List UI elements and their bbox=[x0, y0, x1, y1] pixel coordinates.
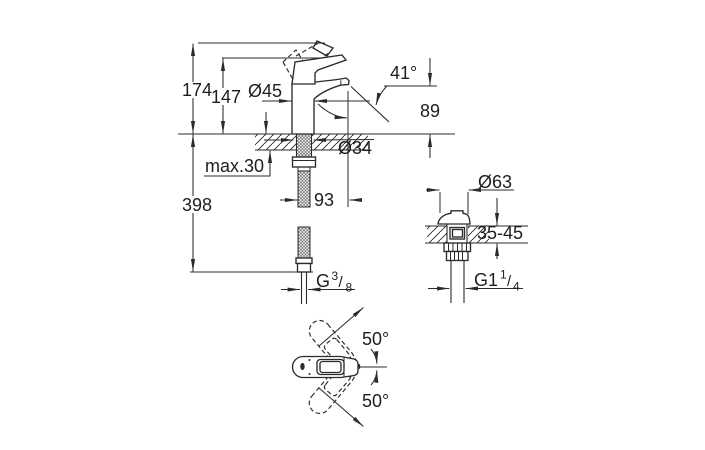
dim-label-total-height: 174 bbox=[182, 80, 212, 100]
water-stream-line bbox=[350, 86, 390, 123]
drain-cap bbox=[437, 210, 471, 225]
dim-label-swing-up: 50° bbox=[362, 329, 389, 349]
swing-leg-up bbox=[318, 307, 364, 347]
supply-thread-denominator: 8 bbox=[346, 281, 353, 295]
swing-arc-down bbox=[370, 370, 379, 386]
supply-thread-numerator: 3 bbox=[332, 269, 339, 283]
dim-spout-height: 89 bbox=[420, 58, 440, 158]
hose-braid-upper bbox=[297, 170, 311, 208]
mounting-nut bbox=[291, 156, 317, 168]
deck-hatch-left bbox=[255, 134, 296, 150]
dim-label-cap-diameter: Ø63 bbox=[478, 172, 512, 192]
handle-top-view: 50° 50° bbox=[291, 307, 389, 427]
dim-lever-height: 147 bbox=[211, 58, 241, 134]
handle-dot bbox=[300, 362, 305, 371]
hose-braid-lower bbox=[297, 226, 311, 259]
dim-max-deck: max.30 bbox=[204, 112, 273, 177]
lever-ghost-raised bbox=[282, 40, 335, 84]
drain-tailpipe bbox=[450, 260, 465, 303]
drain-deck-section bbox=[425, 225, 528, 244]
dim-label-lever-height: 147 bbox=[211, 87, 241, 107]
mounting-shank bbox=[291, 133, 317, 172]
drain-backnut bbox=[443, 242, 472, 262]
dim-label-spout-projection: 93 bbox=[314, 190, 334, 210]
dim-label-swing-down: 50° bbox=[362, 391, 389, 411]
dim-body-diameter: Ø45 bbox=[248, 81, 370, 104]
supply-thread-g: G bbox=[316, 271, 330, 291]
drain-thread-slash: / bbox=[507, 273, 512, 290]
dim-label-hose-length: 398 bbox=[182, 195, 212, 215]
dim-hole-diameter: Ø34 bbox=[264, 137, 375, 158]
handle-solid bbox=[291, 355, 359, 379]
dim-hose-length: 398 bbox=[182, 134, 212, 272]
dim-supply-thread: G 3 / 8 bbox=[281, 269, 355, 295]
swing-arc-up bbox=[370, 348, 379, 364]
dim-label-spray-angle: 41° bbox=[390, 63, 417, 83]
dim-label-spout-height: 89 bbox=[420, 101, 440, 121]
dim-label-deck-range: 35-45 bbox=[477, 223, 523, 243]
drain-body bbox=[446, 224, 468, 243]
dim-label-hole-diameter: Ø34 bbox=[338, 138, 372, 158]
drain-thread-numerator: 1 bbox=[500, 268, 507, 282]
drain-valve-view: Ø63 35-45 bbox=[425, 172, 528, 303]
flex-hose bbox=[295, 170, 313, 304]
dim-total-height: 174 bbox=[182, 43, 212, 134]
dim-deck-range: 35-45 bbox=[477, 198, 523, 259]
spray-angle-leader bbox=[375, 85, 388, 106]
faucet-side-view: 174 147 398 Ø45 41° 89 bbox=[178, 40, 455, 304]
dim-label-body-diameter: Ø45 bbox=[248, 81, 282, 101]
dim-spout-projection: 93 bbox=[280, 190, 362, 210]
flow-direction-arrow bbox=[317, 103, 348, 120]
dim-drain-thread: G1 1 / 4 bbox=[428, 268, 523, 294]
swing-angle-indicator: 50° 50° bbox=[318, 307, 389, 427]
drain-thread-g: G1 bbox=[474, 270, 498, 290]
hose-tail-pipe bbox=[300, 272, 308, 304]
dim-cap-diameter: Ø63 bbox=[426, 172, 514, 193]
supply-thread-slash: / bbox=[339, 274, 344, 291]
dim-label-max-deck: max.30 bbox=[205, 156, 264, 176]
faucet-lever bbox=[291, 54, 348, 85]
hose-fitting bbox=[295, 257, 313, 265]
swing-leg-down bbox=[318, 387, 364, 427]
drain-thread-denominator: 4 bbox=[513, 280, 520, 294]
